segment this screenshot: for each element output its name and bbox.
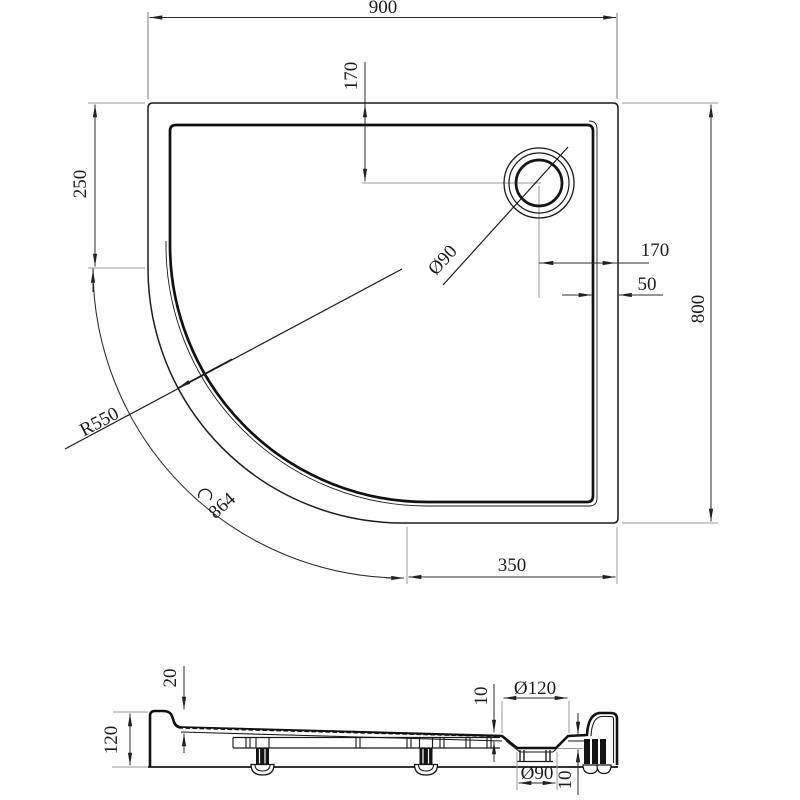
dim-drain-top-label: 170 (341, 62, 362, 91)
dim-section-height-label: 120 (101, 726, 122, 755)
adjustable-foot-middle (413, 748, 439, 776)
dim-bottom-label: 350 (498, 555, 527, 576)
plan-view: Ø90 R550 864 900 170 (64, 0, 718, 584)
radius-label: R550 (76, 403, 122, 441)
dim-left-250 (88, 102, 145, 269)
arc-symbol-icon (197, 488, 213, 501)
section-view: 120 20 10 Ø120 10 (101, 666, 619, 795)
dim-recess-depth-10 (557, 713, 583, 795)
section-floor-underside (180, 731, 586, 753)
dim-recess-depth-label: 10 (555, 771, 576, 790)
tray-rim-companion-line (165, 120, 598, 507)
drain-diameter-leader-line (442, 146, 569, 286)
arc-length-dim-arc (92, 267, 404, 579)
adjustable-foot-right (582, 739, 612, 775)
dim-floor-thickness-label: 10 (471, 687, 492, 706)
dim-bottom-350 (406, 527, 618, 584)
dim-lip-label: 20 (160, 669, 181, 688)
dim-recess-bottom-90 (516, 752, 558, 790)
section-skirt-inner-line (590, 715, 615, 763)
dim-height-label: 800 (688, 295, 709, 324)
adjustable-foot-left (250, 748, 275, 776)
support-frame-rail (232, 736, 500, 749)
tray-outer-outline (147, 102, 619, 524)
drain-fitting (517, 750, 553, 763)
dim-recess-bottom-label: Ø90 (521, 763, 554, 784)
drain-circle-outer (503, 147, 575, 219)
dim-width-900 (147, 12, 618, 99)
dim-drain-right-label: 170 (641, 240, 670, 261)
dim-width-label: 900 (369, 0, 398, 18)
dim-recess-top-label: Ø120 (514, 678, 556, 699)
dim-rim-label: 50 (638, 274, 657, 295)
drain-circle-middle (508, 152, 570, 214)
dim-left-label: 250 (70, 170, 91, 199)
radius-arrow (177, 358, 233, 389)
tray-inner-rim (168, 123, 595, 504)
radius-leader-line (64, 268, 403, 450)
drain-circle-inner (514, 158, 564, 208)
arc-length-label: 864 (205, 488, 241, 523)
dim-section-height-120 (112, 711, 148, 768)
section-profile (148, 709, 619, 767)
dim-height-800 (622, 102, 718, 524)
dim-recess-top-120 (501, 695, 570, 733)
